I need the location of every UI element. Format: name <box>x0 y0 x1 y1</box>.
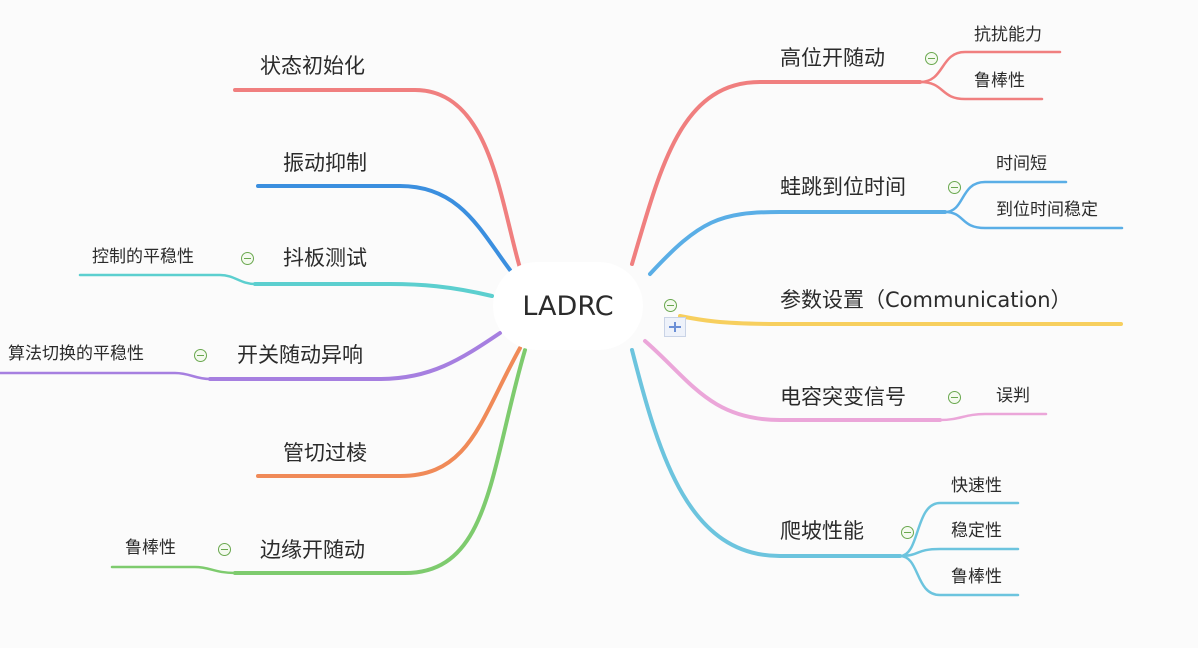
edge-zhendong <box>256 184 512 272</box>
collapse-icon[interactable] <box>241 252 254 265</box>
subtopic-papo-1[interactable]: 快速性 <box>951 476 1002 496</box>
root-node[interactable]: LADRC <box>493 262 643 350</box>
edge-kaiguan <box>208 331 502 381</box>
topic-zhendong[interactable]: 振动抑制 <box>283 151 367 175</box>
add-topic-icon[interactable] <box>664 317 686 337</box>
collapse-icon[interactable] <box>664 299 677 312</box>
edge-guanqie <box>256 346 522 478</box>
topic-papo[interactable]: 爬坡性能 <box>780 519 864 543</box>
edge-papo-child-1 <box>898 501 1020 558</box>
subtopic-watiao-2[interactable]: 到位时间稳定 <box>996 200 1098 220</box>
root-label: LADRC <box>522 290 614 322</box>
collapse-icon[interactable] <box>925 52 938 65</box>
edge-gaowei <box>630 80 922 266</box>
edge-kaiguan-child <box>0 371 212 381</box>
edge-gaowei-child-1 <box>918 50 1062 84</box>
subtopic-douban-1[interactable]: 控制的平稳性 <box>92 247 194 267</box>
edge-papo-child-3 <box>898 554 1020 597</box>
topic-dianrong[interactable]: 电容突变信号 <box>780 385 906 409</box>
edge-papo <box>630 348 902 558</box>
edge-papo-child-2 <box>898 547 1020 558</box>
topic-zhuangtai[interactable]: 状态初始化 <box>260 54 365 78</box>
collapse-icon[interactable] <box>901 526 914 539</box>
topic-canshu[interactable]: 参数设置（Communication） <box>780 288 1072 312</box>
subtopic-kaiguan-1[interactable]: 算法切换的平稳性 <box>8 344 144 364</box>
collapse-icon[interactable] <box>948 181 961 194</box>
edge-watiao-child-1 <box>943 180 1068 214</box>
topic-watiao[interactable]: 蛙跳到位时间 <box>780 175 906 199</box>
edge-douban-child <box>78 273 257 286</box>
collapse-icon[interactable] <box>194 349 207 362</box>
subtopic-dianrong-1[interactable]: 误判 <box>996 386 1030 406</box>
subtopic-bianyuan-1[interactable]: 鲁棒性 <box>125 538 176 558</box>
edge-dianrong <box>643 339 942 422</box>
edge-dianrong-child <box>938 412 1048 422</box>
topic-gaowei[interactable]: 高位开随动 <box>780 46 885 70</box>
topic-kaiguan[interactable]: 开关随动异响 <box>237 343 363 367</box>
edge-watiao-child-2 <box>943 210 1124 230</box>
edge-watiao <box>648 210 947 276</box>
subtopic-watiao-1[interactable]: 时间短 <box>996 154 1047 174</box>
topic-douban[interactable]: 抖板测试 <box>283 246 367 270</box>
edge-zhuangtai <box>233 88 522 270</box>
subtopic-gaowei-1[interactable]: 抗扰能力 <box>974 25 1042 45</box>
collapse-icon[interactable] <box>218 543 231 556</box>
edge-canshu <box>678 314 1123 326</box>
topic-bianyuan[interactable]: 边缘开随动 <box>260 538 365 562</box>
collapse-icon[interactable] <box>948 391 961 404</box>
edge-douban <box>253 282 494 298</box>
subtopic-gaowei-2[interactable]: 鲁棒性 <box>974 71 1025 91</box>
edge-bianyuan-child <box>110 565 237 575</box>
edge-bianyuan <box>233 348 527 575</box>
subtopic-papo-3[interactable]: 鲁棒性 <box>951 567 1002 587</box>
edge-gaowei-child-2 <box>918 80 1044 101</box>
subtopic-papo-2[interactable]: 稳定性 <box>951 521 1002 541</box>
topic-guanqie[interactable]: 管切过棱 <box>283 441 367 465</box>
